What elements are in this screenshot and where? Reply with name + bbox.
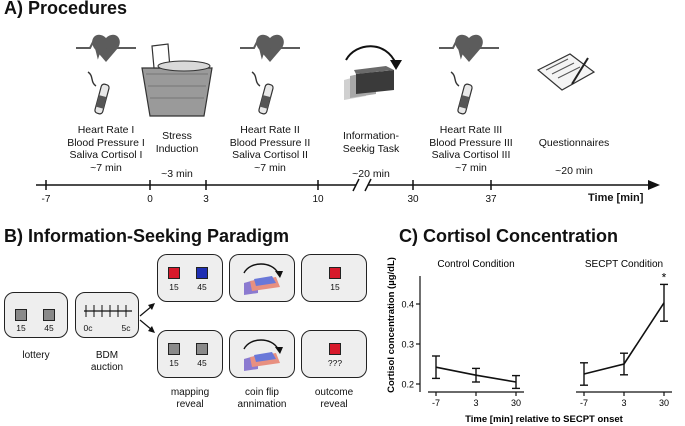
heart-rate-icon: [439, 34, 499, 62]
heart-rate-icon: [76, 34, 136, 62]
timeline-axis: [36, 178, 660, 192]
lottery-caption: lottery: [22, 350, 50, 361]
coin-flip-icon: [243, 263, 283, 295]
heart-rate-icon: [240, 34, 300, 62]
lottery-box: 15 45: [4, 292, 68, 338]
chart-y-label: Cortisol concentration (µg/dL): [386, 257, 397, 393]
saliva-swab-icon: [450, 71, 473, 115]
rotating-coin-icon: [344, 45, 402, 100]
timeline-tick: 37: [485, 194, 497, 205]
lottery-value: 45: [44, 323, 54, 333]
secpt-panel-title: SECPT Condition: [585, 259, 663, 270]
bdm-min-label: 0c: [83, 323, 93, 333]
mapping-value: 15: [169, 358, 179, 368]
lottery-option-square: [43, 309, 55, 321]
x-tick-label: 30: [511, 398, 521, 408]
gray-option-square: [196, 343, 208, 355]
x-tick-label: 3: [473, 398, 478, 408]
timeline-tick: 3: [203, 194, 209, 205]
x-tick-label: -7: [580, 398, 588, 408]
bdm-max-label: 5c: [121, 323, 131, 333]
outcome-reveal-bottom-box: ???: [301, 330, 367, 378]
panel-c-title: C) Cortisol Concentration: [399, 226, 618, 246]
timeline-tick: 10: [312, 194, 324, 205]
red-option-square: [329, 343, 341, 355]
mapping-reveal-bottom-box: 15 45: [157, 330, 223, 378]
red-option-square: [329, 267, 341, 279]
bdm-scale: [84, 305, 132, 317]
timeline-axis-label: Time [min]: [588, 192, 644, 204]
x-tick-label: -7: [432, 398, 440, 408]
ice-water-bucket-icon: [141, 43, 213, 117]
lottery-option-square: [15, 309, 27, 321]
significance-marker: *: [662, 270, 667, 284]
timeline-tick: 0: [147, 194, 153, 205]
stage-questionnaires: Questionnaires~20 min: [538, 137, 610, 177]
mapping-value: 45: [197, 358, 207, 368]
x-tick-label: 30: [659, 398, 669, 408]
outcome-value: ???: [327, 358, 343, 368]
red-option-square: [168, 267, 180, 279]
y-tick-label: 0.3: [401, 340, 414, 350]
lottery-value: 15: [16, 323, 26, 333]
panel-a-title: A) Procedures: [4, 0, 128, 18]
chart-x-label: Time [min] relative to SECPT onset: [465, 414, 624, 425]
cortisol-chart: Cortisol concentration (µg/dL) Control C…: [386, 257, 672, 425]
saliva-swab-icon: [87, 71, 110, 115]
timeline-tick: 30: [407, 194, 419, 205]
mapping-reveal-top-box: 15 45: [157, 254, 223, 302]
questionnaire-icon: [536, 53, 596, 91]
mapping-value: 15: [169, 282, 179, 292]
saliva-swab-icon: [251, 71, 274, 115]
outcome-reveal-top-box: 15: [301, 254, 367, 302]
outcome-value: 15: [330, 282, 340, 292]
x-tick-label: 3: [621, 398, 626, 408]
coin-flip-bottom-box: [229, 330, 295, 378]
coin-flip-icon: [243, 339, 283, 371]
y-tick-label: 0.2: [401, 380, 414, 390]
branch-arrows: [139, 303, 155, 333]
gray-option-square: [168, 343, 180, 355]
timeline-tick: -7: [41, 194, 51, 205]
blue-option-square: [196, 267, 208, 279]
y-tick-label: 0.4: [401, 300, 414, 310]
bdm-auction-box: 0c 5c: [75, 292, 139, 338]
panel-b-title: B) Information-Seeking Paradigm: [4, 226, 290, 246]
control-panel-title: Control Condition: [437, 259, 514, 270]
stage-information-seeking-task: Information-Seekig Task~20 min: [342, 130, 400, 180]
coin-flip-top-box: [229, 254, 295, 302]
mapping-value: 45: [197, 282, 207, 292]
